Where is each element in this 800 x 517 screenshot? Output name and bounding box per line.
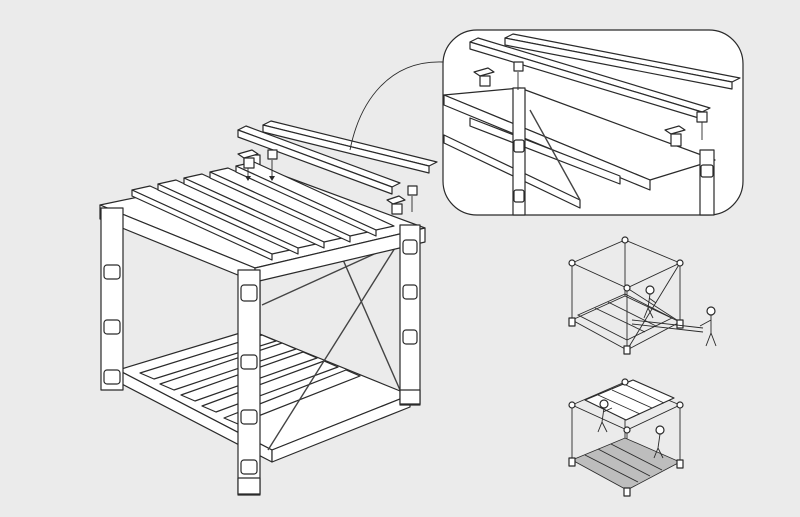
down-arrow-icon	[269, 176, 275, 181]
post-front-left	[100, 207, 124, 391]
connector-block-icon	[696, 111, 708, 123]
worker-figure	[699, 306, 717, 347]
bracket-icon	[237, 149, 259, 169]
worker-figure	[643, 285, 657, 319]
bracket-icon	[473, 67, 495, 87]
detail-connectors	[473, 61, 708, 147]
connector-block-icon	[407, 185, 418, 196]
top-joists	[131, 161, 395, 261]
floating-beams	[237, 120, 438, 195]
top-deck	[99, 161, 426, 283]
small-frame-step-1	[568, 236, 717, 355]
worker-figure	[653, 425, 665, 459]
detail-frame	[443, 87, 716, 216]
post-front-right	[399, 224, 421, 406]
down-arrow-icon	[245, 176, 251, 181]
connector-parts	[237, 149, 418, 215]
bracket-icon	[664, 125, 686, 147]
connector-block-icon	[267, 149, 278, 160]
connector-block-icon	[513, 61, 524, 72]
detail-callout	[349, 29, 744, 216]
callout-leader	[349, 61, 444, 151]
beam-being-carried	[631, 319, 704, 329]
bracket-icon	[386, 195, 406, 215]
floor-platform	[117, 329, 411, 463]
worker-figure	[597, 399, 613, 433]
main-frame	[99, 154, 426, 496]
post-front-center	[237, 269, 261, 496]
small-frame-step-2	[568, 378, 684, 497]
detail-beams	[469, 33, 741, 120]
